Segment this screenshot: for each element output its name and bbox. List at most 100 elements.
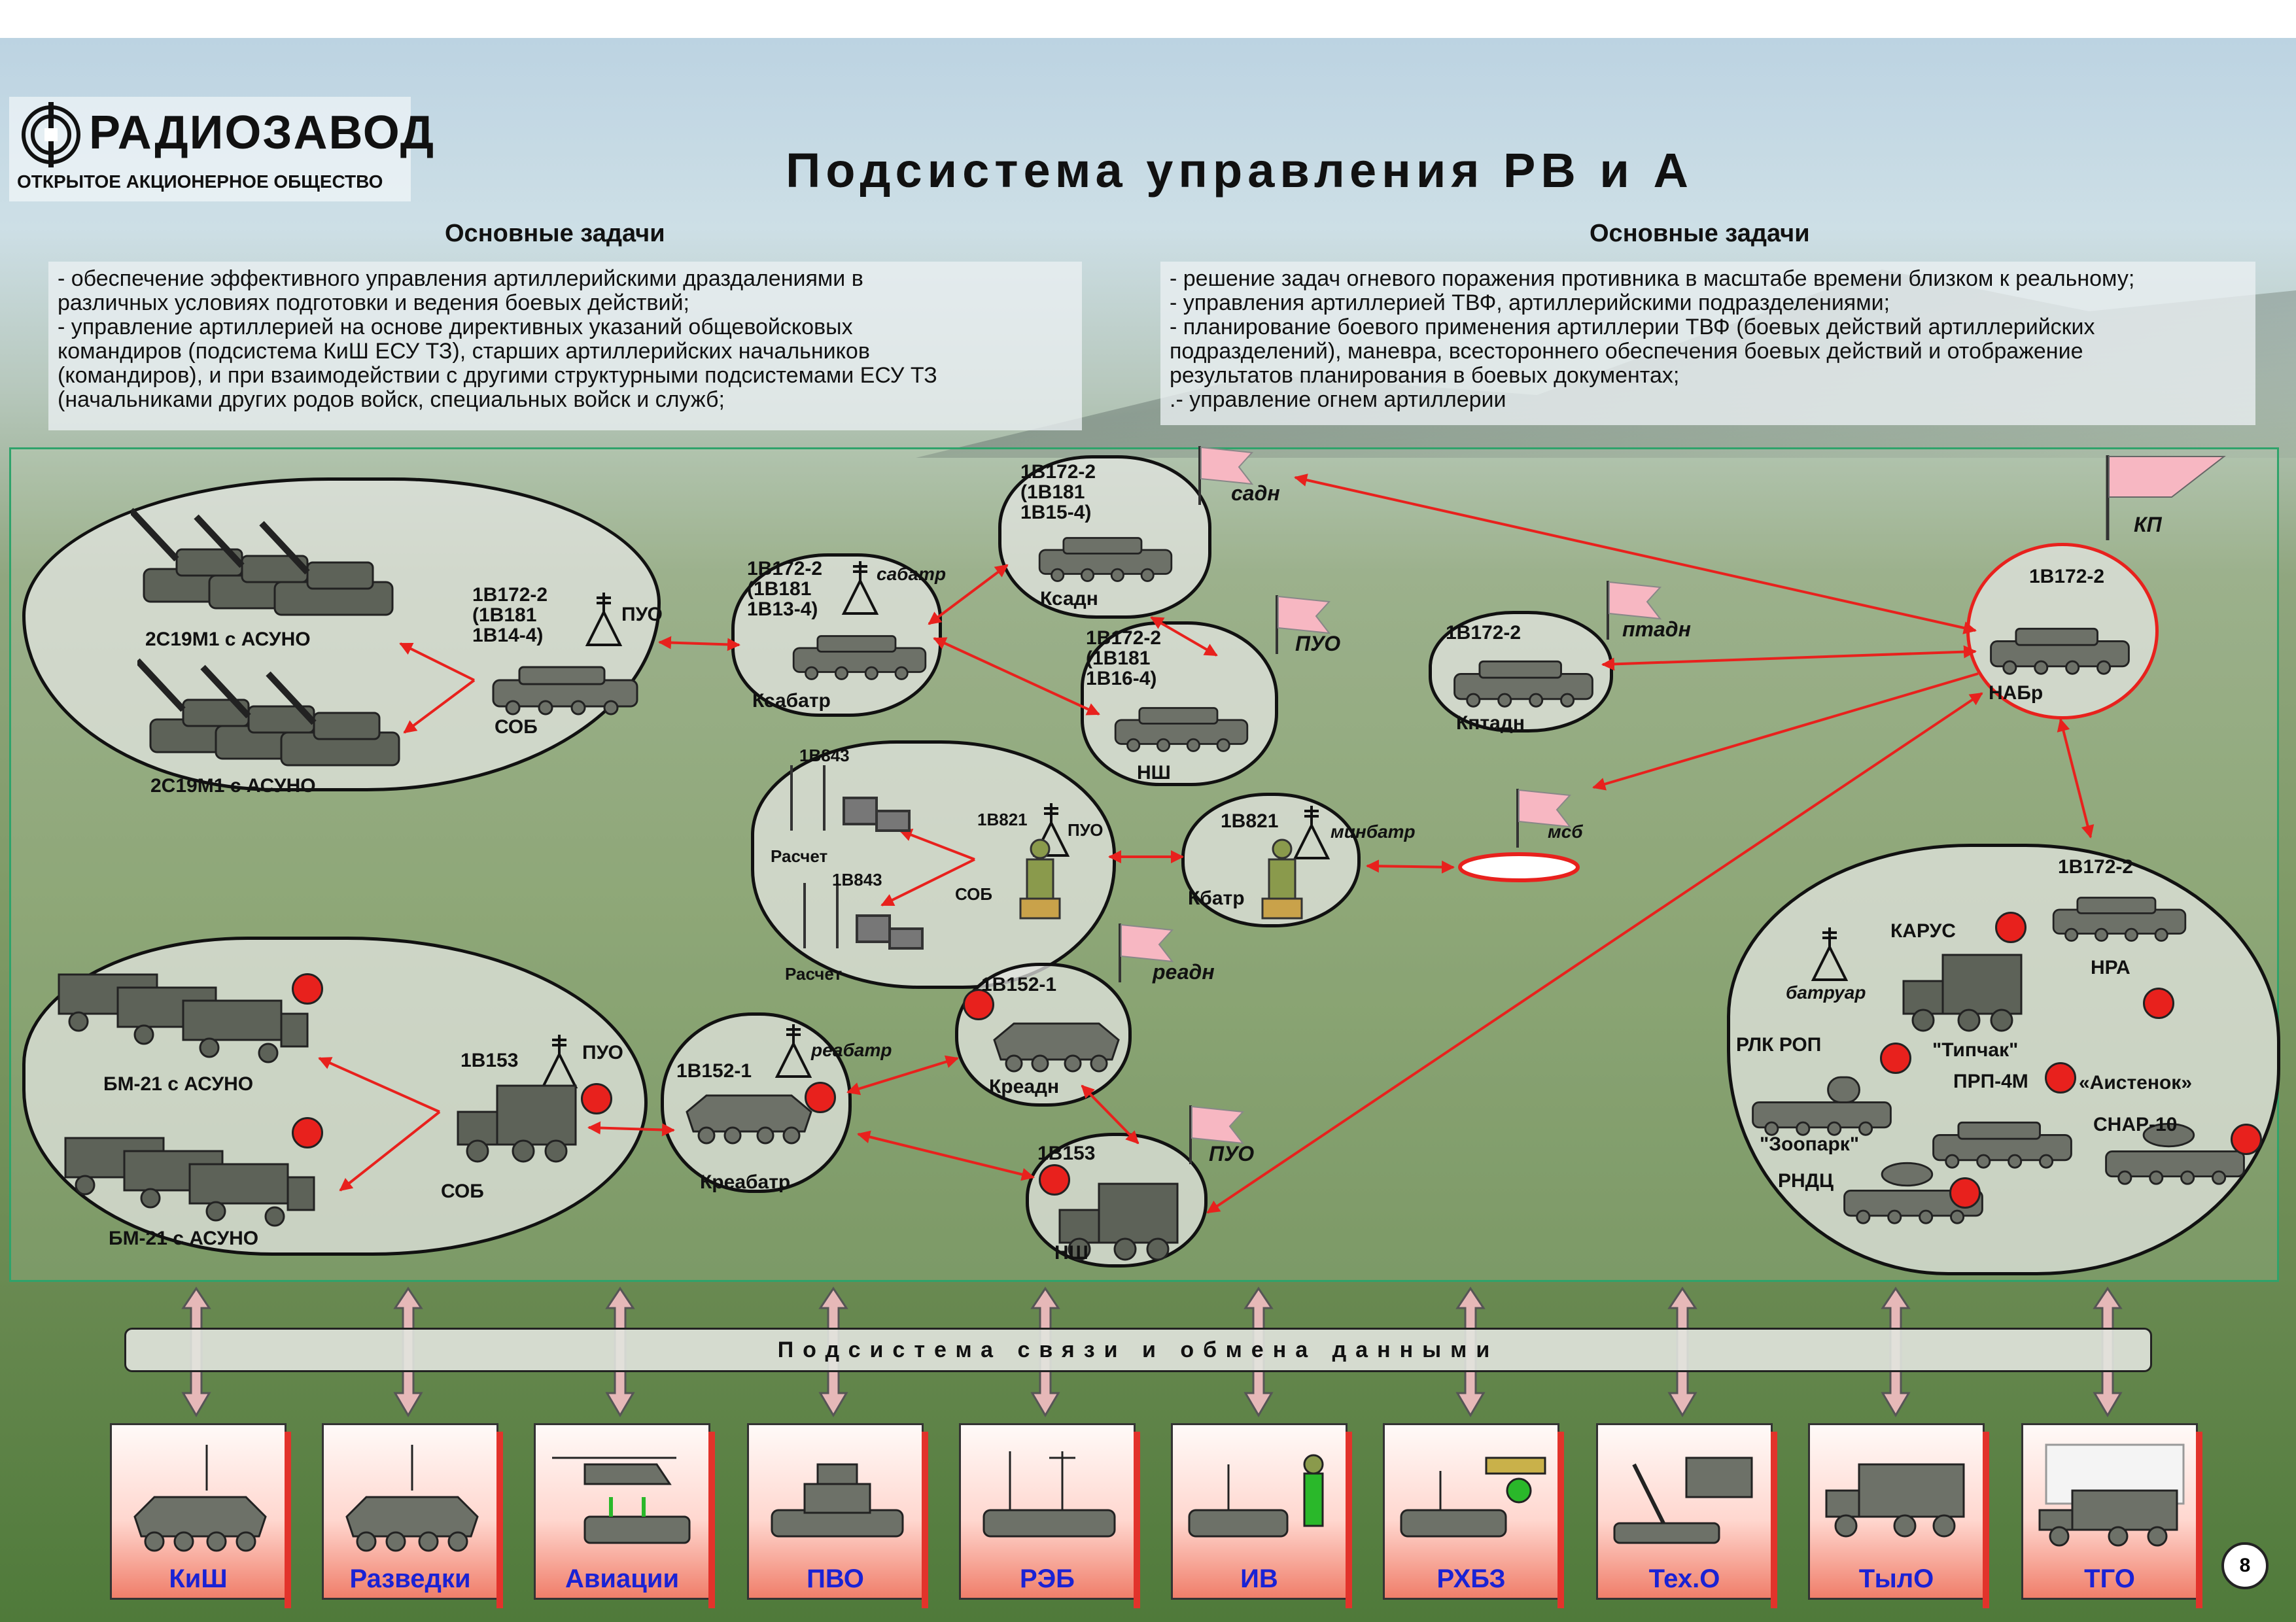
label-kptadn-name: Кптадн: [1456, 712, 1525, 734]
subsystem-card-teh[interactable]: Тех.О: [1596, 1423, 1777, 1608]
subsystem-label: Тех.О: [1648, 1564, 1720, 1593]
antenna-icons: [540, 561, 1849, 1088]
soldier-icon: [1261, 838, 1303, 920]
link-arrows: [318, 474, 2095, 1214]
label-sob-mortar: СОБ: [955, 884, 993, 904]
page-title: Подсистема управления РВ и А: [786, 143, 1694, 198]
label-tipchak: "Типчак": [1932, 1039, 2019, 1061]
communication-subsystem-bar: Подсистема связи и обмена данными: [124, 1328, 2152, 1372]
tasks-left-heading: Основные задачи: [445, 220, 665, 247]
label-reabatr-flag: реабатр: [811, 1040, 892, 1060]
label-kptadn-device: 1В172-2: [1446, 622, 1522, 644]
command-vehicle-icon: [2052, 897, 2187, 942]
label-puo-1: ПУО: [621, 604, 663, 625]
logo-subtitle: ОТКРЫТОЕ АКЦИОНЕРНОЕ ОБЩЕСТВО: [17, 171, 383, 192]
label-ns2-name: НШ: [1054, 1242, 1088, 1264]
subsystem-label: РХБЗ: [1436, 1564, 1506, 1593]
subsystem-card-tgo[interactable]: ТГО: [2021, 1423, 2202, 1608]
label-kreabatr-name: Креабатр: [700, 1171, 791, 1193]
label-1v153-mlrs: 1В153: [461, 1050, 519, 1071]
radar-vehicle-icon: [1843, 1162, 1983, 1224]
label-aistenok: «Аистенок»: [2079, 1072, 2192, 1094]
radiozavod-logo-icon: [22, 102, 80, 167]
arrow-sob-crew-bottom: [880, 858, 975, 906]
label-bm21-1: БМ-21 с АСУНО: [103, 1073, 254, 1095]
command-truck-icon: [1902, 954, 2023, 1032]
command-vehicle-icon: [1114, 707, 1249, 752]
label-readn-flag: реадн: [1153, 960, 1215, 984]
subsystem-label: ТылО: [1858, 1564, 1934, 1593]
arrow-ksabatr-ksadn: [928, 564, 1009, 625]
subsystem-card-iv[interactable]: ИВ: [1171, 1423, 1352, 1608]
subsystem-label: КиШ: [169, 1564, 228, 1593]
label-1v843-top: 1В843: [799, 746, 850, 765]
command-truck-icon: [457, 1084, 577, 1163]
btr-icon: [133, 1445, 267, 1552]
label-1v843-bottom: 1В843: [832, 870, 882, 889]
status-dot: [292, 1117, 323, 1148]
label-crew-top: Расчет: [771, 846, 828, 866]
group-ksabatr: [731, 553, 942, 717]
label-kbatr-name: Кбатр: [1188, 888, 1245, 909]
label-batruar: батруар: [1786, 982, 1866, 1003]
status-dot: [2143, 988, 2174, 1019]
map-truck-icon: [2038, 1443, 2185, 1547]
arrow-kp-ns2: [1206, 692, 1983, 1214]
arrow-sob-2s19-2: [403, 679, 476, 734]
btr-icon: [686, 1094, 812, 1145]
status-dot: [292, 973, 323, 1005]
arrow-kreadn-ns2: [1081, 1084, 1139, 1145]
nbc-icon: [1400, 1457, 1546, 1538]
label-nra: НРА: [2091, 957, 2131, 978]
soldier-icon: [1019, 838, 1061, 920]
radar-vehicle-icon: [2105, 1122, 2245, 1185]
ew-vehicle-icon: [983, 1451, 1116, 1538]
arrow-sadn-kp: [1294, 474, 1977, 634]
arrow-kreabatr-kreadn: [846, 1055, 959, 1096]
subsystem-card-recon[interactable]: Разведки: [322, 1423, 503, 1608]
logo-name: РАДИОЗАВОД: [89, 107, 436, 159]
label-puo-ns2: ПУО: [1209, 1142, 1255, 1165]
command-truck-icon: [1058, 1182, 1179, 1261]
label-sob-1: СОБ: [495, 716, 538, 738]
subsystem-card-rhbz[interactable]: РХБЗ: [1383, 1423, 1564, 1608]
label-bm21-2: БМ-21 с АСУНО: [109, 1228, 259, 1249]
flag-kp: [2106, 455, 2226, 540]
btr-icon: [993, 1022, 1120, 1073]
subsystem-card-pvo[interactable]: ПВО: [747, 1423, 928, 1608]
arrow-puo-ksabatr: [658, 636, 740, 651]
label-ksadn-device: 1В172-2 (1В181 1В15-4): [1020, 461, 1096, 523]
subsystem-card-reb[interactable]: РЭБ: [959, 1423, 1140, 1608]
label-kp-flag: КП: [2134, 513, 2162, 536]
mlrs-truck-group-icon: [58, 973, 309, 1063]
page-number: 8: [2221, 1542, 2269, 1589]
label-ns2-device: 1В153: [1037, 1143, 1096, 1164]
status-dot: [2045, 1062, 2076, 1094]
label-crew-bottom: Расчет: [785, 964, 843, 984]
air-defense-vehicle-icon: [771, 1463, 904, 1538]
btr-icon: [345, 1445, 479, 1552]
arrow-kbatr-msb: [1366, 859, 1455, 874]
status-dot: [1995, 912, 2026, 943]
howitzer-group-icon: [137, 658, 400, 767]
command-vehicle-icon: [1038, 537, 1173, 582]
subsystem-card-kish[interactable]: КиШ: [110, 1423, 291, 1608]
subsystem-card-tyl[interactable]: ТылО: [1808, 1423, 1989, 1608]
arrow-ksadn-ns: [1150, 616, 1218, 657]
label-rlk-rop: РЛК РОП: [1736, 1034, 1822, 1056]
msb-target: [1458, 787, 1580, 882]
command-vehicle-icon: [1990, 627, 2130, 675]
helicopter-icon: [552, 1457, 691, 1544]
label-2s19m1-2: 2С19М1 с АСУНО: [150, 775, 316, 797]
label-ns1-device: 1В172-2 (1В181 1В16-4): [1086, 627, 1162, 689]
label-ptadn-flag: птадн: [1622, 617, 1691, 641]
label-ksabatr-name: Ксабатр: [752, 690, 831, 712]
label-sabatr-flag: сабатр: [877, 564, 947, 584]
tasks-right-text: - решение задач огневого поражения проти…: [1160, 262, 2255, 425]
label-puo-mlrs: ПУО: [582, 1042, 623, 1063]
tasks-right-heading: Основные задачи: [1590, 220, 1810, 247]
tasks-left-text: - обеспечение эффективного управления ар…: [48, 262, 1082, 430]
subsystem-card-aviation[interactable]: Авиации: [534, 1423, 715, 1608]
status-dot: [1880, 1043, 1911, 1074]
